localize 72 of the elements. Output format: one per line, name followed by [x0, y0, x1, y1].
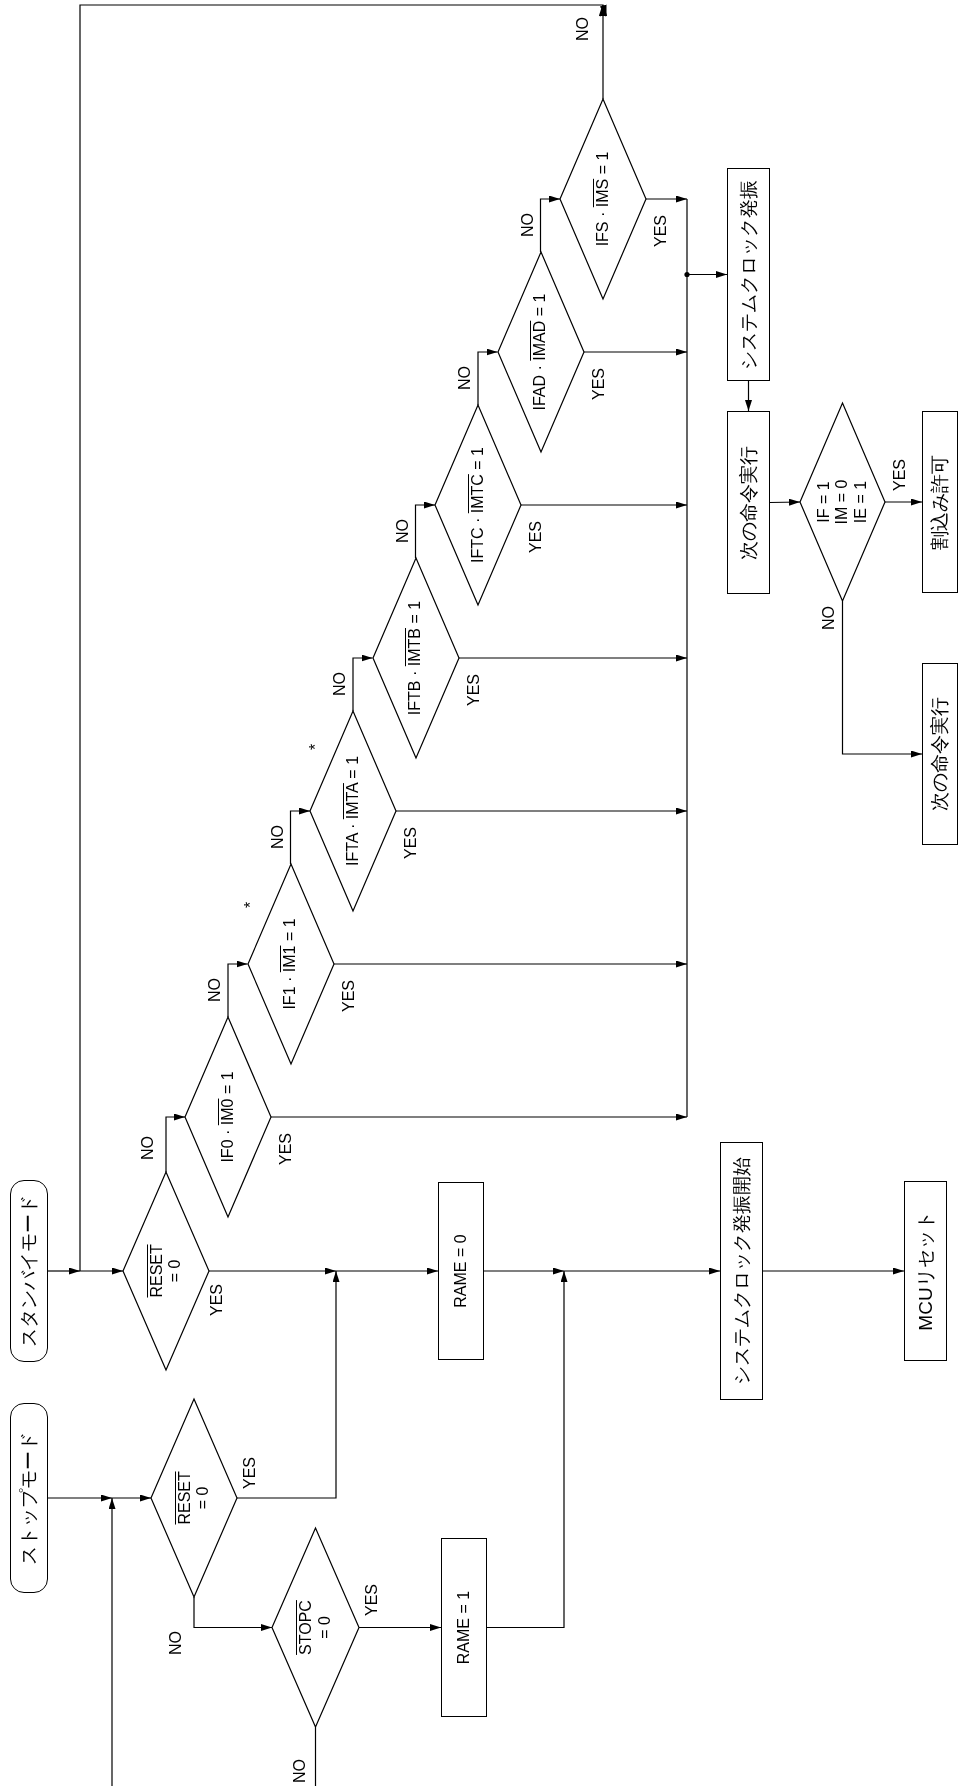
process-box	[438, 1182, 484, 1360]
arrow	[745, 380, 752, 412]
arrow	[769, 498, 801, 506]
mode-text: スタンバイモード	[18, 1195, 40, 1347]
step-text: RAME = 0	[451, 1234, 470, 1308]
arrow	[520, 501, 688, 509]
decision-diamond	[800, 403, 885, 601]
condition-text: RESET = 0	[175, 1470, 212, 1527]
decision-diamond	[123, 1172, 209, 1370]
arrow	[165, 1113, 186, 1173]
condition-text: IFTA · IMTA = 1	[343, 755, 362, 867]
arrow	[79, 4, 608, 1272]
arrow	[645, 195, 688, 203]
footnote-mark: *	[242, 900, 260, 910]
condition-text: IF0 · IM0 = 1	[218, 1071, 237, 1163]
arrow	[486, 1270, 568, 1629]
decision-diamond	[372, 558, 459, 758]
condition-text: RESET = 0	[147, 1243, 184, 1300]
arrow	[563, 1267, 721, 1275]
arrow	[686, 198, 728, 1118]
arrow	[79, 1267, 124, 1275]
process-box	[727, 411, 770, 594]
arrow	[193, 1596, 273, 1631]
step-text: MCUリセット	[914, 1211, 937, 1331]
decision-diamond	[560, 99, 646, 299]
arrow	[270, 1113, 688, 1121]
mode-text: ストップモード	[18, 1431, 40, 1565]
arrow	[762, 1267, 905, 1275]
condition-text: IFS · IMS = 1	[593, 151, 612, 247]
arrow	[395, 807, 688, 815]
step-text: RAME = 1	[454, 1590, 473, 1665]
step-text: 割込み許可	[929, 454, 951, 550]
decision-diamond	[185, 1017, 271, 1217]
step-text: システムクロック発振	[737, 179, 760, 370]
process-box	[904, 1181, 947, 1361]
arrow	[108, 1497, 116, 1786]
decision-diamond	[272, 1528, 359, 1727]
condition-text: IFTB · IMTB = 1	[406, 600, 425, 716]
decision-diamond	[497, 252, 584, 452]
condition-text: STOPC = 0	[297, 1599, 334, 1657]
decision-diamond	[151, 1399, 237, 1597]
condition-text: IFAD · IMAD = 1	[531, 293, 550, 411]
arrow	[483, 1267, 565, 1275]
footnote-mark: *	[307, 742, 325, 752]
arrow	[414, 501, 436, 559]
terminal-box	[10, 1403, 48, 1593]
arrow	[47, 1494, 113, 1502]
step-text: 次の命令実行	[737, 445, 760, 560]
process-box	[922, 663, 958, 845]
arrow	[289, 807, 311, 865]
arrow	[335, 1267, 439, 1275]
arrow	[47, 1267, 81, 1275]
connector-line	[314, 1726, 317, 1786]
process-box	[727, 168, 770, 381]
arrow	[358, 1624, 442, 1631]
arrow	[539, 195, 561, 253]
condition-text: IF1 · IM1 = 1	[281, 918, 300, 1010]
arrow	[111, 1494, 152, 1502]
condition-text: IF = 1 IM = 0 IE = 1	[814, 478, 870, 527]
arrow	[841, 600, 923, 758]
arrow	[236, 1270, 340, 1499]
condition-text: IFTC · IMTC = 1	[468, 447, 487, 563]
arrow	[884, 498, 923, 506]
arrow	[208, 1267, 337, 1275]
step-text: システムクロック発振開始	[730, 1157, 753, 1385]
decision-diamond	[310, 711, 396, 911]
decision-diamond	[435, 405, 521, 605]
step-text: 次の命令実行	[929, 697, 951, 811]
process-box	[441, 1538, 487, 1717]
process-box	[720, 1142, 763, 1400]
process-box	[922, 411, 958, 593]
terminal-box	[10, 1180, 48, 1362]
